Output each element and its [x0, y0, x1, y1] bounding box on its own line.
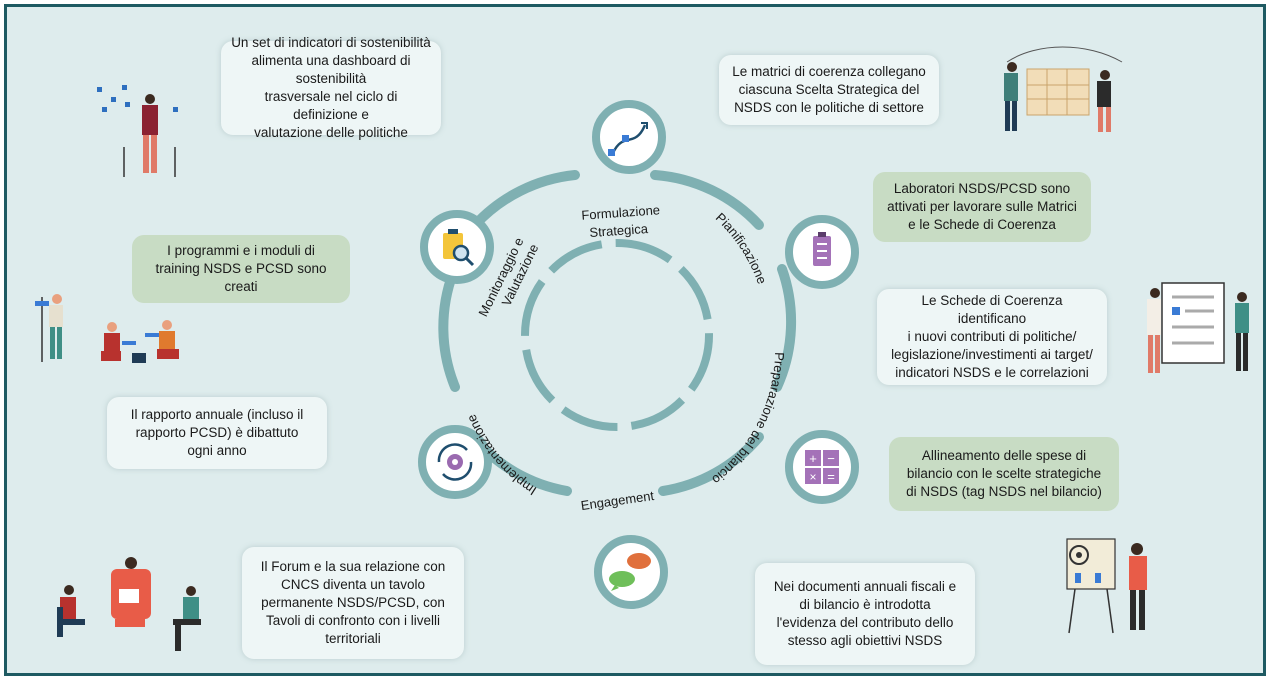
stage-label-formulazione-l1: Formulazione [581, 202, 661, 222]
svg-text:×: × [809, 470, 816, 484]
people-board-illustration [1004, 46, 1123, 132]
training-box: I programmi e i moduli di training NSDS … [132, 235, 350, 303]
presentation-board-illustration [1147, 282, 1249, 373]
matrici-box: Le matrici di coerenza collegano ciascun… [719, 55, 939, 125]
svg-text:=: = [827, 469, 835, 484]
documenti-box: Nei documenti annuali fiscali e di bilan… [755, 563, 975, 665]
svg-text:−: − [827, 451, 835, 466]
inner-ring [521, 239, 713, 431]
calculator-icon: + − × = [805, 450, 839, 484]
rapporto-box: Il rapporto annuale (incluso il rapporto… [107, 397, 327, 469]
easel-presenter-illustration [1066, 538, 1147, 634]
forum-box: Il Forum e la sua relazione con CNCS div… [242, 547, 464, 659]
outer-ring-arc [438, 268, 460, 392]
stage-label-bilancio: Preparazione del bilancio [709, 352, 787, 488]
cycle-diagram: + − × = Formulazione Strategica Pianific… [35, 46, 1249, 651]
checklist-icon [813, 232, 831, 266]
outer-ring-arc [650, 170, 764, 230]
outer-ring-arc [658, 432, 764, 496]
stage-label-engagement: Engagement [580, 488, 655, 513]
dashboard-box: Un set di indicatori di sostenibilità al… [221, 35, 441, 140]
infographic-frame: + − × = Formulazione Strategica Pianific… [4, 4, 1266, 676]
laboratori-box: Laboratori NSDS/PCSD sono attivati per l… [873, 172, 1091, 242]
outer-ring-arc [772, 264, 797, 392]
outer-ring-arc [470, 170, 580, 230]
training-people-illustration [35, 294, 179, 363]
person-dashboard-illustration [97, 85, 178, 177]
forum-people-illustration [57, 557, 201, 651]
node-engagement [594, 535, 668, 609]
strategy-path-icon [608, 122, 648, 156]
allineamento-box: Allineamento delle spese di bilancio con… [889, 437, 1119, 511]
chat-bubbles-icon [609, 553, 651, 591]
clipboard-search-icon [443, 229, 475, 267]
node-bilancio [785, 430, 859, 504]
schede-box: Le Schede di Coerenza identificano i nuo… [877, 289, 1107, 385]
gear-cycle-icon [437, 443, 473, 481]
svg-text:+: + [809, 451, 817, 466]
stage-label-formulazione-l2: Strategica [589, 221, 649, 240]
